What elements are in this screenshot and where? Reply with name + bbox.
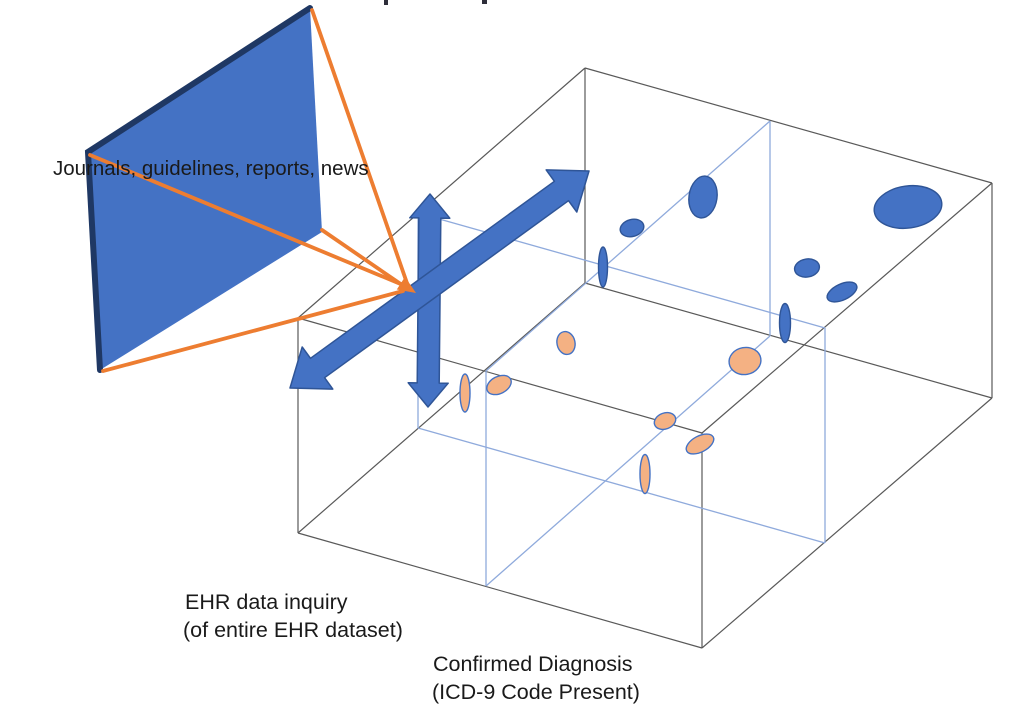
source-plane-dark-edge <box>84 5 313 373</box>
data-ellipse-orange <box>685 433 715 455</box>
data-ellipse-blue <box>597 246 609 288</box>
box-wireframe-edge <box>701 182 993 434</box>
ehr-axis-label-line1: EHR data inquiry <box>185 590 348 614</box>
data-ellipse-blue <box>826 281 858 303</box>
projection-ray <box>101 289 405 373</box>
box-wireframe-edge <box>584 67 993 184</box>
data-ellipse-orange <box>653 411 677 431</box>
inner-divider-line <box>485 120 771 372</box>
cropped-text-fragment <box>384 0 388 5</box>
diagonal-axis-arrow <box>289 169 590 390</box>
box-wireframe-edge <box>584 282 993 399</box>
box-wireframe-edge <box>701 397 993 649</box>
data-ellipse-orange <box>728 346 762 376</box>
cropped-text-fragment <box>482 0 487 4</box>
inner-divider-line <box>485 335 771 587</box>
diagnosis-axis-label-line1: Confirmed Diagnosis <box>433 652 633 676</box>
data-ellipse-blue <box>688 175 718 219</box>
projection-ray <box>320 228 407 289</box>
data-ellipse-blue <box>793 258 821 278</box>
ehr-axis-label-line2: (of entire EHR dataset) <box>183 618 403 642</box>
data-ellipse-blue <box>778 302 792 344</box>
data-ellipse-orange <box>639 453 651 495</box>
data-ellipse-orange <box>556 330 576 356</box>
box-wireframe-edge <box>297 532 703 649</box>
data-ellipse-orange <box>459 373 471 413</box>
data-ellipse-orange <box>486 374 512 396</box>
diagnosis-axis-label-line2: (ICD-9 Code Present) <box>432 680 640 704</box>
projection-ray <box>310 8 410 288</box>
data-ellipse-blue <box>619 218 645 238</box>
box-wireframe-edge <box>297 282 586 534</box>
source-plane <box>88 8 322 370</box>
data-ellipse-blue <box>873 184 943 230</box>
inner-divider-line <box>417 427 826 544</box>
plane-label: Journals, guidelines, reports, news <box>53 157 369 180</box>
box-wireframe-edge <box>297 67 586 319</box>
projection-ray <box>88 153 405 287</box>
projection-arrowhead-icon <box>396 276 416 293</box>
